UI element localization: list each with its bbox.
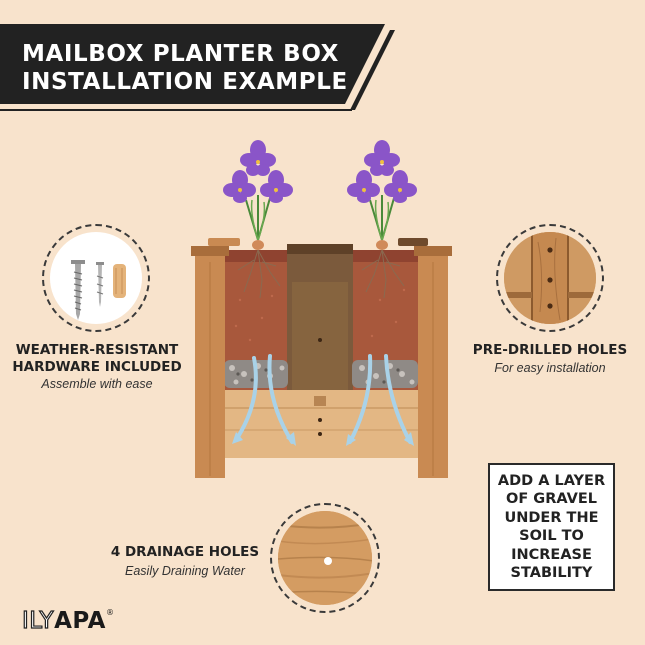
drainage-subtitle: Easily Draining Water [125,564,245,578]
predrilled-subtitle: For easy installation [494,361,606,375]
flower-left-icon [223,140,293,299]
drill-hole-icon [547,277,553,283]
gravel-note-line: SOIL TO [519,528,584,544]
hardware-title: WEATHER-RESISTANT HARDWARE INCLUDED [2,342,192,376]
page-title: MAILBOX PLANTER BOX INSTALLATION EXAMPLE [22,40,348,96]
drill-hole-icon [547,247,553,253]
flower-right-icon [347,140,417,299]
drainage-title: 4 DRAINAGE HOLES [110,544,260,560]
gravel-note-box: ADD A LAYER OF GRAVEL UNDER THE SOIL TO … [488,463,615,591]
title-line-1: MAILBOX PLANTER BOX [22,41,339,67]
arrow-icon [346,434,356,446]
hardware-image [71,260,126,320]
gravel-note-line: INCREASE [511,546,592,563]
lag-screw-icon [71,260,85,320]
arrow-icon [404,432,414,446]
predrilled-title: PRE-DRILLED HOLES [472,342,628,358]
logo-part-2: APA [54,608,106,634]
drainage-arrows [234,354,412,444]
hardware-title-line-1: WEATHER-RESISTANT [15,342,179,358]
title-banner: MAILBOX PLANTER BOX INSTALLATION EXAMPLE [0,24,395,112]
logo-part-1: ILY [21,607,55,634]
arrow-icon [286,432,296,446]
gravel-note-line: UNDER THE [504,509,599,526]
registered-mark: ® [105,608,115,617]
gravel-note-line: STABILITY [510,565,593,581]
drainage-hole-icon [324,557,332,565]
drainage-circle [270,503,380,613]
hardware-circle [42,224,150,332]
predrilled-circle [496,224,604,332]
arrow-icon [232,432,243,444]
title-line-2: INSTALLATION EXAMPLE [22,69,348,95]
hardware-subtitle: Assemble with ease [41,377,153,391]
hardware-title-line-2: HARDWARE INCLUDED [12,359,182,375]
brand-logo: ILYAPA® [21,607,115,634]
wood-screw-icon [96,262,104,307]
gravel-note-line: ADD A LAYER [497,472,606,489]
predrilled-image [504,232,596,324]
drill-hole-icon [547,303,553,309]
gravel-note-line: OF GRAVEL [506,491,597,507]
wood-dowel-icon [113,264,126,298]
banner-shape [0,24,395,111]
